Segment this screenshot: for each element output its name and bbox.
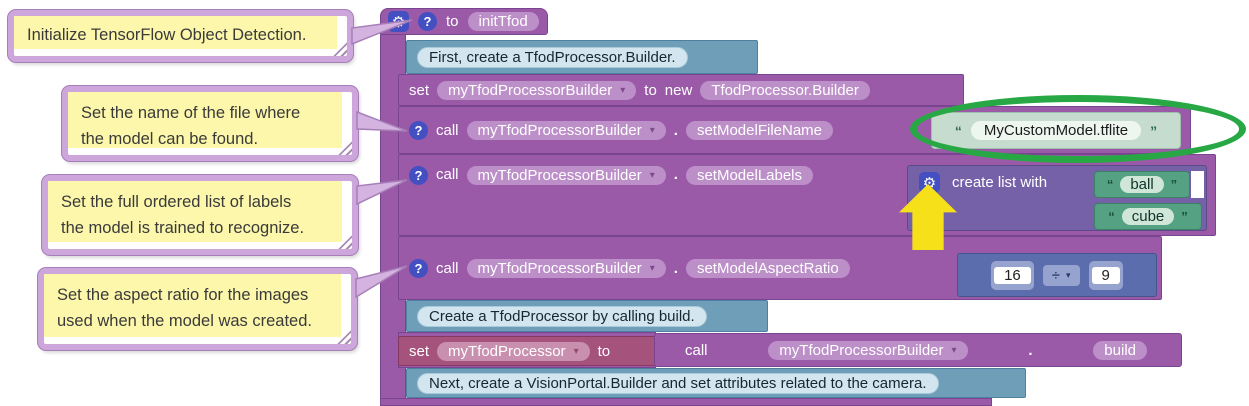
comment-line: the model can be found. <box>81 130 259 148</box>
operator-dropdown[interactable]: ÷ ▾ <box>1042 264 1080 286</box>
method-name-pill: setModelFileName <box>685 120 833 140</box>
chevron-down-icon: ▾ <box>573 345 579 357</box>
comment-line: Set the name of the file where <box>81 104 301 122</box>
dot-separator: . <box>673 166 678 183</box>
divide-sign: ÷ <box>1051 266 1061 284</box>
comment-fill <box>44 274 341 337</box>
chevron-down-icon: ▾ <box>620 84 626 96</box>
chevron-down-icon: ▾ <box>649 170 655 181</box>
comment-line: the model is trained to recognize. <box>61 219 305 237</box>
comment-block-text: Next, create a VisionPortal.Builder and … <box>417 372 939 394</box>
keyword-set: set <box>409 81 430 99</box>
comment-bubble-init[interactable]: Initialize TensorFlow Object Detection. <box>8 10 353 62</box>
variable-dropdown[interactable]: myTfodProcessorBuilder ▾ <box>466 120 666 140</box>
socket-gap <box>1191 171 1204 198</box>
keyword-call: call <box>685 341 708 359</box>
close-quote: ” <box>1181 209 1188 224</box>
function-header-block[interactable]: ⚙ ? to initTfod <box>380 8 548 35</box>
comment-block-next[interactable]: Next, create a VisionPortal.Builder and … <box>406 368 1026 398</box>
help-icon[interactable]: ? <box>409 258 428 278</box>
chevron-down-icon: ▾ <box>1066 269 1071 280</box>
green-circle-annotation <box>910 95 1246 163</box>
method-name-pill: setModelLabels <box>685 166 814 185</box>
variable-name: myTfodProcessorBuilder <box>779 341 944 359</box>
keyword-call: call <box>436 259 459 277</box>
keyword-call: call <box>436 166 459 183</box>
method-name-pill: build <box>1093 340 1147 360</box>
help-icon[interactable]: ? <box>418 12 437 31</box>
comment-block-text: Create a TfodProcessor by calling build. <box>417 305 707 327</box>
denominator-field[interactable]: 9 <box>1091 266 1120 284</box>
label-text-field[interactable]: ball <box>1120 176 1164 193</box>
open-quote: “ <box>1106 177 1114 192</box>
help-icon[interactable]: ? <box>409 166 428 185</box>
keyword-call: call <box>436 121 459 139</box>
variable-dropdown[interactable]: myTfodProcessorBuilder ▾ <box>466 166 666 185</box>
keyword-set: set <box>409 342 430 360</box>
set-model-labels-block[interactable]: ? call myTfodProcessorBuilder ▾ . setMod… <box>398 154 1216 236</box>
help-icon[interactable]: ? <box>409 120 428 140</box>
type-name-pill[interactable]: TfodProcessor.Builder <box>700 80 870 100</box>
chevron-down-icon: ▾ <box>951 344 957 356</box>
variable-dropdown[interactable]: myTfodProcessorBuilder ▾ <box>768 340 968 360</box>
comment-line: Set the aspect ratio for the images <box>57 286 309 304</box>
call-build-block[interactable]: call myTfodProcessorBuilder ▾ . build <box>654 333 1182 367</box>
open-quote: “ <box>1108 209 1115 224</box>
set-builder-block[interactable]: set myTfodProcessorBuilder ▾ to new Tfod… <box>398 74 964 106</box>
label-text-field[interactable]: cube <box>1121 208 1175 225</box>
comment-text: Initialize TensorFlow Object Detection. <box>27 26 307 44</box>
set-processor-block[interactable]: set myTfodProcessor ▾ to <box>398 336 656 366</box>
number-socket: 16 <box>991 260 1034 290</box>
variable-dropdown[interactable]: myTfodProcessorBuilder ▾ <box>437 80 637 100</box>
function-block-continuation <box>380 398 992 406</box>
dot-separator: . <box>673 121 678 139</box>
variable-name: myTfodProcessorBuilder <box>477 167 642 184</box>
comment-block-text: First, create a TfodProcessor.Builder. <box>417 46 688 68</box>
variable-name: myTfodProcessorBuilder <box>448 81 613 99</box>
create-list-label: create list with <box>952 174 1048 191</box>
comment-bubble-aspect[interactable]: Set the aspect ratio for the images used… <box>38 268 357 350</box>
comment-fill <box>14 16 337 49</box>
variable-dropdown[interactable]: myTfodProcessor ▾ <box>437 341 590 361</box>
variable-name: myTfodProcessorBuilder <box>477 121 642 139</box>
comment-block-build[interactable]: Create a TfodProcessor by calling build. <box>406 300 768 332</box>
variable-name: myTfodProcessor <box>448 342 566 360</box>
dot-separator: . <box>1028 341 1033 359</box>
function-name-field[interactable]: initTfod <box>467 12 539 31</box>
method-name-pill: setModelAspectRatio <box>685 258 850 278</box>
comment-line: Set the full ordered list of labels <box>61 193 292 211</box>
comment-bubble-labels[interactable]: Set the full ordered list of labels the … <box>42 175 358 255</box>
dot-separator: . <box>673 259 678 277</box>
chevron-down-icon: ▾ <box>649 262 655 274</box>
comment-block-builder[interactable]: First, create a TfodProcessor.Builder. <box>406 40 758 74</box>
create-list-block[interactable]: ⚙ create list with “ ball ” “ cube ” <box>907 165 1207 231</box>
chevron-down-icon: ▾ <box>649 124 655 136</box>
variable-dropdown[interactable]: myTfodProcessorBuilder ▾ <box>466 258 666 278</box>
number-socket: 9 <box>1088 260 1123 290</box>
variable-name: myTfodProcessorBuilder <box>477 259 642 277</box>
gear-icon[interactable]: ⚙ <box>388 11 409 32</box>
comment-fill <box>48 181 342 242</box>
comment-bubble-file[interactable]: Set the name of the file where the model… <box>62 86 358 161</box>
close-quote: ” <box>1170 177 1178 192</box>
keyword-to: to <box>597 342 611 360</box>
keyword-to: to <box>644 81 657 99</box>
division-block[interactable]: 16 ÷ ▾ 9 <box>957 253 1157 297</box>
keyword-to: to <box>446 13 459 30</box>
numerator-field[interactable]: 16 <box>994 266 1031 284</box>
comment-fill <box>68 92 342 148</box>
text-value-block[interactable]: “ ball ” <box>1094 171 1190 198</box>
text-value-block[interactable]: “ cube ” <box>1094 203 1202 230</box>
comment-line: used when the model was created. <box>57 312 312 330</box>
keyword-new: new <box>664 81 693 99</box>
set-model-aspect-ratio-block[interactable]: ? call myTfodProcessorBuilder ▾ . setMod… <box>398 236 1162 300</box>
